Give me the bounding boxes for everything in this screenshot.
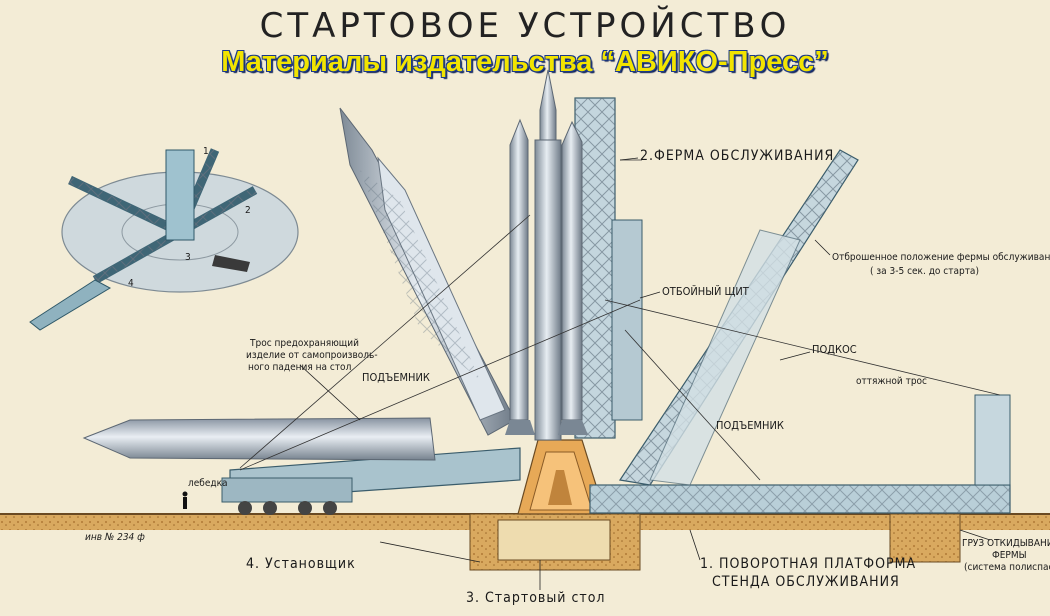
label-counterweight-3: (система полиспастов) xyxy=(964,562,1050,573)
label-lifter-left: ПОДЪЕМНИК xyxy=(362,371,430,384)
leader-lines xyxy=(299,157,991,590)
label-retracted-position: Отброшенное положение фермы обслуживания xyxy=(832,252,1050,263)
inset-number-3: 3 xyxy=(185,252,191,263)
label-erector: 4. Установщик xyxy=(246,556,356,572)
label-winch: лебедка xyxy=(188,478,228,489)
launch-table xyxy=(517,439,606,515)
label-safety-cable-2: изделие от самопроизволь- xyxy=(246,350,378,361)
label-blast-shield: ОТБОЙНЫЙ ЩИТ xyxy=(662,285,749,298)
label-strut: ПОДКОС xyxy=(812,343,857,356)
service-tower xyxy=(574,97,643,439)
inset-number-4: 4 xyxy=(128,278,134,289)
label-counterweight-1: ГРУЗ ОТКИДЫВАНИЯ xyxy=(962,538,1050,549)
cables xyxy=(239,159,1001,481)
label-pullback-cable: оттяжной трос xyxy=(856,376,927,387)
label-launch-table: 3. Стартовый стол xyxy=(466,590,606,606)
inset-number-2: 2 xyxy=(245,205,251,216)
label-retracted-timing: ( за 3-5 сек. до старта) xyxy=(870,266,979,277)
page-title: СТАРТОВОЕ УСТРОЙСТВО xyxy=(259,6,791,46)
label-counterweight-2: ФЕРМЫ xyxy=(992,550,1027,561)
vertical-rocket xyxy=(505,69,588,441)
label-safety-cable-3: ного падения на стол xyxy=(248,362,352,373)
ground-foundation xyxy=(0,513,1050,571)
label-service-tower: 2.ФЕРМА ОБСЛУЖИВАНИЯ xyxy=(640,148,835,164)
label-safety-cable-1: Трос предохраняющий xyxy=(250,338,359,349)
rotating-platform xyxy=(589,394,1011,514)
label-platform-2: СТЕНДА ОБСЛУЖИВАНИЯ xyxy=(712,574,900,590)
retracted-tower xyxy=(618,149,859,486)
inset-number-1: 1 xyxy=(203,146,209,157)
tilted-rocket xyxy=(339,107,516,436)
erector xyxy=(82,417,521,515)
person-figure xyxy=(182,491,188,509)
label-inventory-number: инв № 234 ф xyxy=(85,532,145,543)
label-lifter-right: ПОДЪЕМНИК xyxy=(716,419,784,432)
label-platform-1: 1. ПОВОРОТНАЯ ПЛАТФОРМА xyxy=(700,556,917,572)
inset-platform-view xyxy=(29,148,299,331)
publisher-watermark: Материалы издательства “АВИКО-Пресс” xyxy=(221,46,829,78)
